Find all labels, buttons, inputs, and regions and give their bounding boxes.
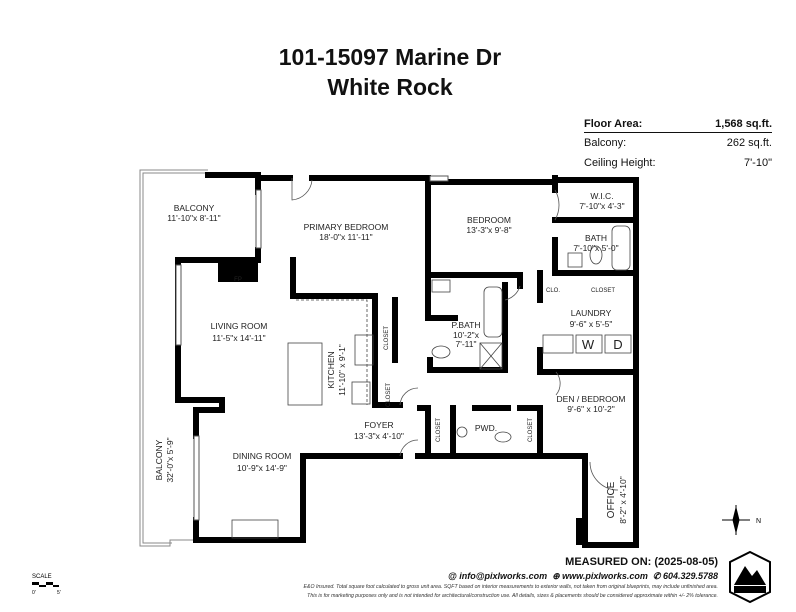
floor-area-row: Floor Area: 1,568 sq.ft. [584,116,772,133]
den-dims: 9'-6" x 10'-2" [567,404,615,414]
email: info@pixlworks.com [459,571,548,581]
dryer-label: D [613,337,622,352]
wall-block [576,518,588,545]
pwd-name: PWD. [475,423,497,433]
phone-icon: ✆ [652,571,661,581]
pixlworks-logo [729,550,771,604]
laundry-dims: 9'-6" x 5'-5" [570,319,613,329]
scale-label: SCALE [32,574,52,580]
door-swings [291,178,619,491]
bedroom-dims: 13'-3"x 9'-8" [466,225,511,235]
fireplace [218,262,258,282]
den-name: DEN / BEDROOM [557,394,626,404]
bath-dims: 7'-10"x 5'-0" [573,243,618,253]
office-dims: 8'-2" x 4'-10" [618,476,628,524]
contact-line: @ info@pixlworks.com ⊕ www.pixlworks.com… [448,571,718,582]
wic-name: W.I.C. [590,191,613,201]
floor-area-value: 1,568 sq.ft. [715,118,772,130]
closet-label: CLOSET [386,383,392,407]
balcony-label: Balcony: [584,137,627,149]
balcony-side-name: BALCONY [154,439,164,480]
windows [175,175,449,521]
wic-dims: 7'-10"x 4'-3" [579,201,624,211]
bath-fixtures [231,225,632,539]
kitchen-name: KITCHEN [326,351,336,388]
balcony-top-name: BALCONY [174,203,215,213]
ceiling-label: Ceiling Height: [584,157,656,169]
closet-label: CLOSET [528,418,534,442]
primary-bedroom-dims: 18'-0"x 11'-11" [319,232,372,242]
p-bath-dims-2: 7'-11" [455,339,476,349]
closet-label: CLOSET [436,418,442,442]
website: www.pixlworks.com [562,571,648,581]
stats-table: Floor Area: 1,568 sq.ft. Balcony: 262 sq.f… [584,116,772,173]
p-bath-dims-1: 10'-2"x [453,330,480,340]
office-name: OFFICE [606,481,617,518]
foyer-dims: 13'-3"x 4'-10" [354,431,404,441]
email-icon: @ [447,571,457,581]
bedroom-name: BEDROOM [467,215,511,225]
scale-min: 0' [32,590,36,596]
foyer-name: FOYER [364,420,393,430]
disclaimer-1: E&O Insured. Total square foot calculate… [303,584,718,590]
north-label: N [756,518,761,525]
ceiling-value: 7'-10" [743,157,772,169]
kitchen-fixtures [287,299,374,406]
scale-bar: SCALE 0' 5' [32,574,61,596]
web-icon: ⊕ [552,571,560,581]
balcony-top-dims: 11'-10"x 8'-11" [167,213,220,223]
closet-label: CLOSET [591,288,615,294]
washer-label: W [582,337,595,352]
ceiling-row: Ceiling Height: 7'-10" [584,153,772,173]
walls [175,172,639,548]
dining-room-name: DINING ROOM [233,451,292,461]
laundry-name: LAUNDRY [571,308,612,318]
scale-max: 5' [57,590,61,596]
primary-bedroom-name: PRIMARY BEDROOM [304,222,389,232]
north-arrow-icon: N [722,505,761,535]
balcony-value: 262 sq.ft. [726,137,772,149]
disclaimer-2: This is for marketing purposes only and … [307,593,718,599]
balcony-side-dims: 32'-0"x 5'-9" [165,437,175,482]
fireplace-label: FP [234,277,242,283]
address-line-2: White Rock [327,74,453,100]
measured-on: MEASURED ON: (2025-08-05) [565,556,718,568]
balcony-outline [139,169,208,547]
clo-label: CLO. [546,288,560,294]
closet-label: CLOSET [384,326,390,350]
dining-room-dims: 10'-9"x 14'-9" [237,463,287,473]
bath-name: BATH [585,233,607,243]
balcony-row: Balcony: 262 sq.ft. [584,133,772,153]
p-bath-name: P.BATH [452,320,481,330]
phone: 604.329.5788 [662,571,718,581]
living-room-name: LIVING ROOM [211,321,268,331]
living-room-dims: 11'-5"x 14'-11" [212,333,265,343]
room-labels: BALCONY 11'-10"x 8'-11" PRIMARY BEDROOM … [154,191,628,524]
address-line-1: 101-15097 Marine Dr [278,44,502,70]
floor-area-label: Floor Area: [584,118,643,130]
kitchen-dims: 11'-10" x 9'-1" [337,344,347,396]
